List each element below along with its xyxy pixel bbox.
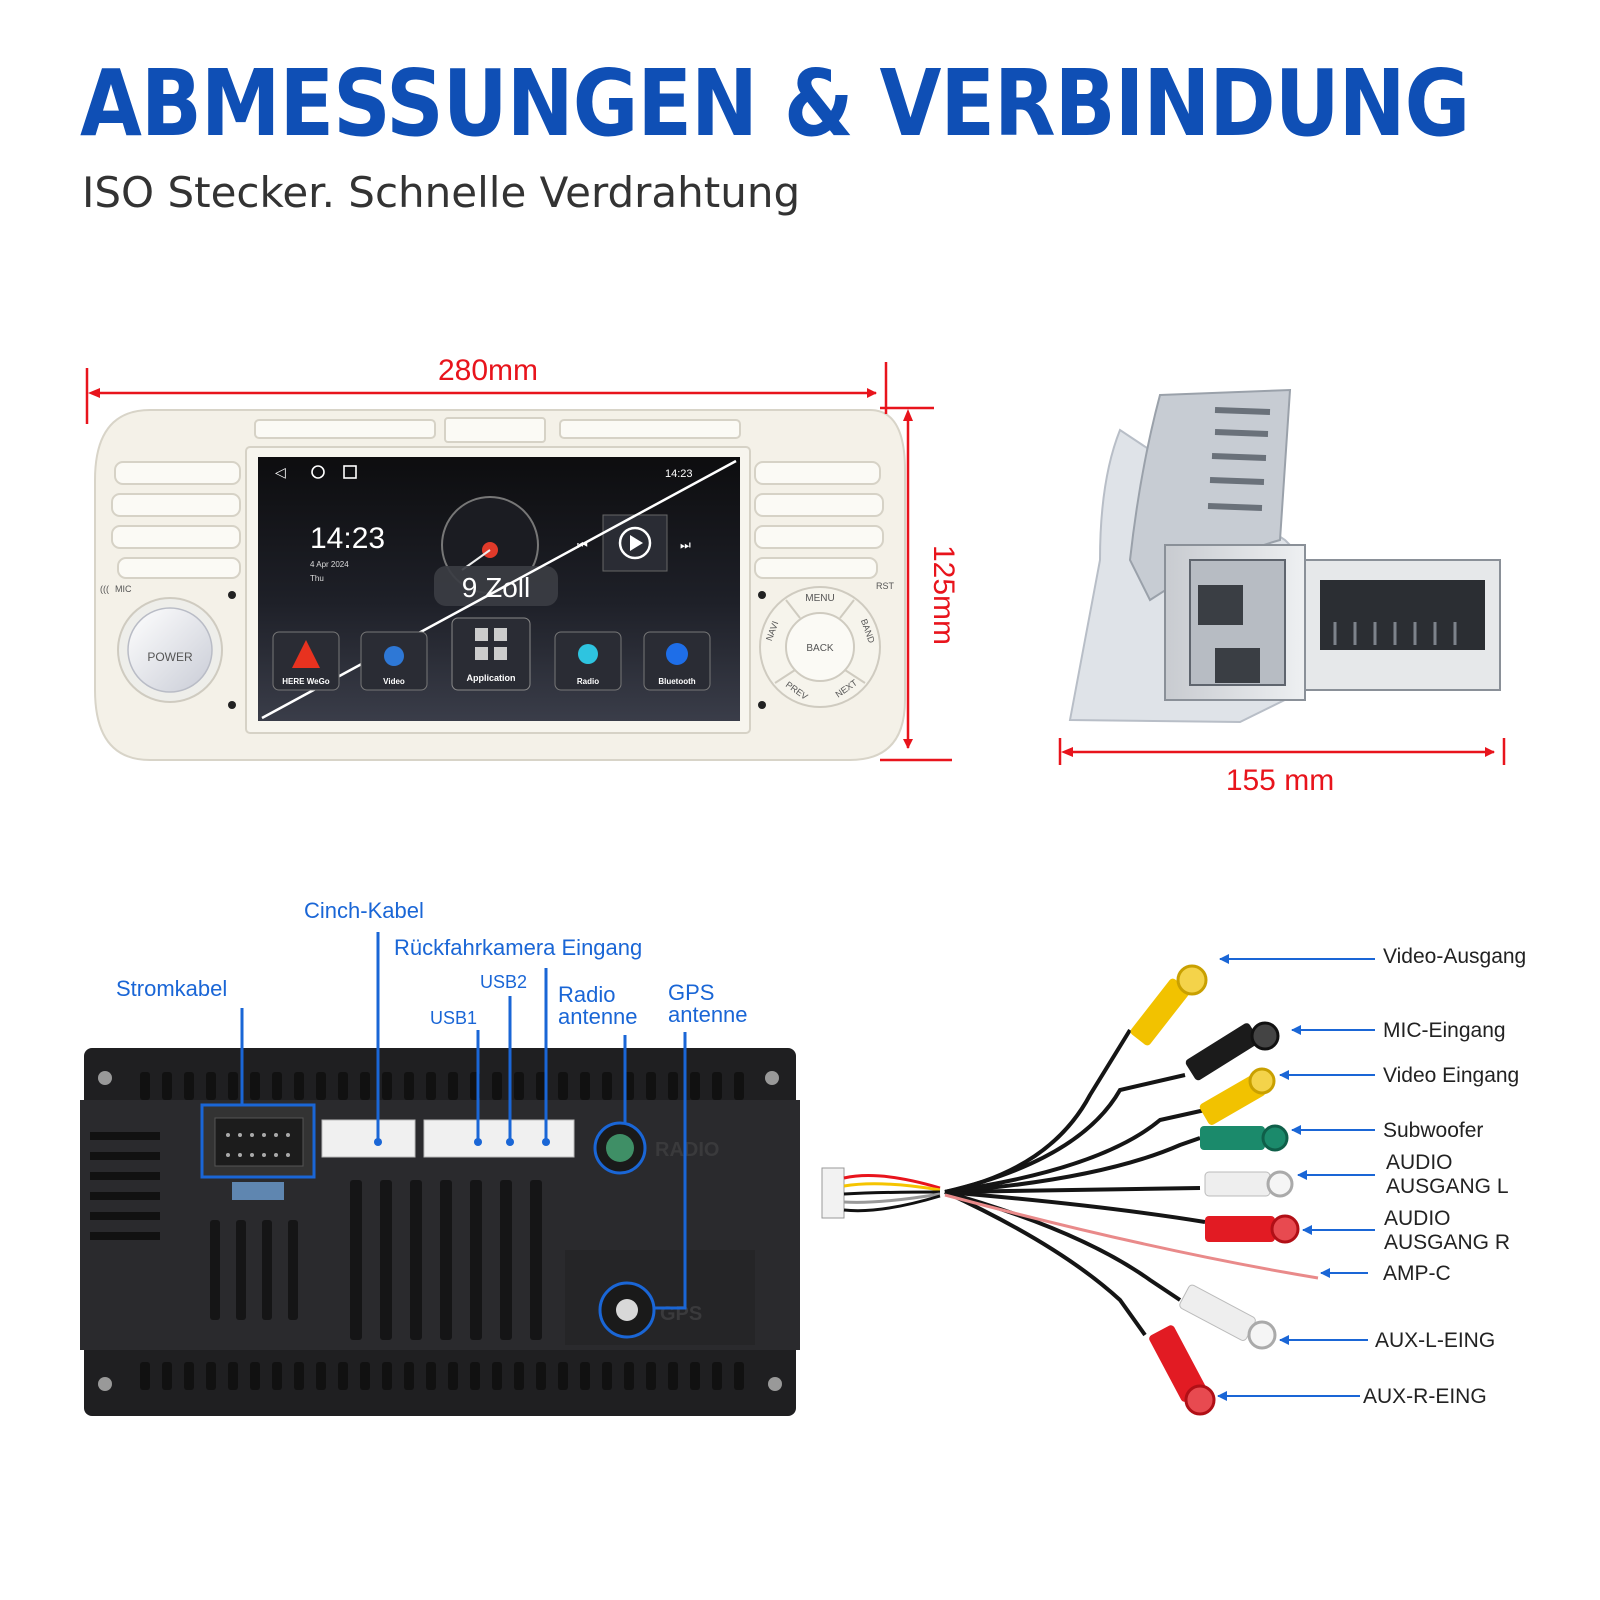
control-pad: BACK MENU BAND NAVI PREV NEXT xyxy=(759,586,881,708)
side-view xyxy=(1068,388,1501,724)
right-vents xyxy=(754,461,884,579)
app-label: Video xyxy=(383,677,405,686)
app-tiles: HERE WeGo Video Application Radio Blueto… xyxy=(272,617,711,691)
rst-label: RST xyxy=(876,581,895,591)
harness-label: AUSGANG L xyxy=(1386,1175,1509,1198)
page-title: ABMESSUNGEN & VERBINDUNG xyxy=(80,49,1470,157)
gps-antenna-label-1: GPS xyxy=(668,980,714,1005)
harness-label: AMP-C xyxy=(1383,1262,1451,1285)
mic-label: MIC xyxy=(115,584,132,594)
power-cable-label: Stromkabel xyxy=(116,976,227,1001)
rear-unit: RADIO GPS xyxy=(80,1048,800,1416)
mic-icon: ((( xyxy=(100,584,109,594)
date: 4 Apr 2024 xyxy=(310,560,349,569)
rca-cable-label: Cinch-Kabel xyxy=(304,898,424,923)
usb1-label: USB1 xyxy=(430,1008,477,1028)
harness-label: Video-Ausgang xyxy=(1383,945,1526,968)
power-label: POWER xyxy=(147,650,193,664)
app-label: Application xyxy=(467,673,516,683)
harness-callout-lines xyxy=(1217,954,1375,1401)
depth-dimension: 155 mm xyxy=(1058,738,1506,797)
radio-print: RADIO xyxy=(655,1139,719,1161)
page-subtitle: ISO Stecker. Schnelle Verdrahtung xyxy=(82,168,801,217)
harness-label: Subwoofer xyxy=(1383,1119,1483,1142)
menu-button: MENU xyxy=(805,593,834,604)
recents-icon xyxy=(343,465,357,479)
height-label: 125mm xyxy=(927,545,960,645)
harness-label: AUX-R-EING xyxy=(1363,1385,1487,1408)
height-dimension: 125mm xyxy=(880,406,960,762)
app-label: Bluetooth xyxy=(658,677,695,686)
rear-callout-labels: Stromkabel Cinch-Kabel Rückfahrkamera Ei… xyxy=(116,898,748,1029)
next-icon: ⏭ xyxy=(680,538,691,552)
status-time: 14:23 xyxy=(665,468,693,480)
home-icon xyxy=(311,465,325,479)
gps-print: GPS xyxy=(660,1303,702,1325)
back-button: BACK xyxy=(806,643,834,654)
app-label: Radio xyxy=(577,677,599,686)
harness-label: AUDIO xyxy=(1384,1207,1451,1230)
harness-label: AUSGANG R xyxy=(1384,1231,1510,1254)
width-label: 280mm xyxy=(438,354,538,387)
front-unit: ◁ 14:23 14:23 4 Apr 2024 Thu ⏮ ⏭ 9 Zoll xyxy=(94,409,906,761)
harness-label: MIC-Eingang xyxy=(1383,1019,1506,1042)
play-icon xyxy=(618,526,652,560)
clock: 14:23 xyxy=(310,522,385,555)
left-vents xyxy=(111,461,241,579)
reverse-camera-label: Rückfahrkamera Eingang xyxy=(394,935,642,960)
radio-antenna-label-2: antenne xyxy=(558,1004,638,1029)
harness-label: Video Eingang xyxy=(1383,1064,1519,1087)
rear-callout-lines xyxy=(240,932,687,1310)
harness xyxy=(821,964,1319,1416)
radio-antenna-label-1: Radio xyxy=(558,982,615,1007)
harness-label: AUX-L-EING xyxy=(1375,1329,1495,1352)
power-knob: POWER xyxy=(117,597,223,703)
music-widget: ⏮ ⏭ xyxy=(577,514,691,572)
harness-labels: Video-Ausgang MIC-Eingang Video Eingang … xyxy=(1363,945,1526,1408)
usb2-label: USB2 xyxy=(480,972,527,992)
harness-label: AUDIO xyxy=(1386,1151,1453,1174)
width-dimension: 280mm xyxy=(85,354,888,424)
day: Thu xyxy=(310,574,324,583)
depth-label: 155 mm xyxy=(1226,764,1334,797)
gps-antenna-label-2: antenne xyxy=(668,1002,748,1027)
back-icon: ◁ xyxy=(275,464,286,480)
screen-diagonal xyxy=(261,459,737,720)
screen-size-label: 9 Zoll xyxy=(462,572,530,603)
app-label: HERE WeGo xyxy=(282,677,330,686)
rca-plugs xyxy=(1130,964,1300,1416)
